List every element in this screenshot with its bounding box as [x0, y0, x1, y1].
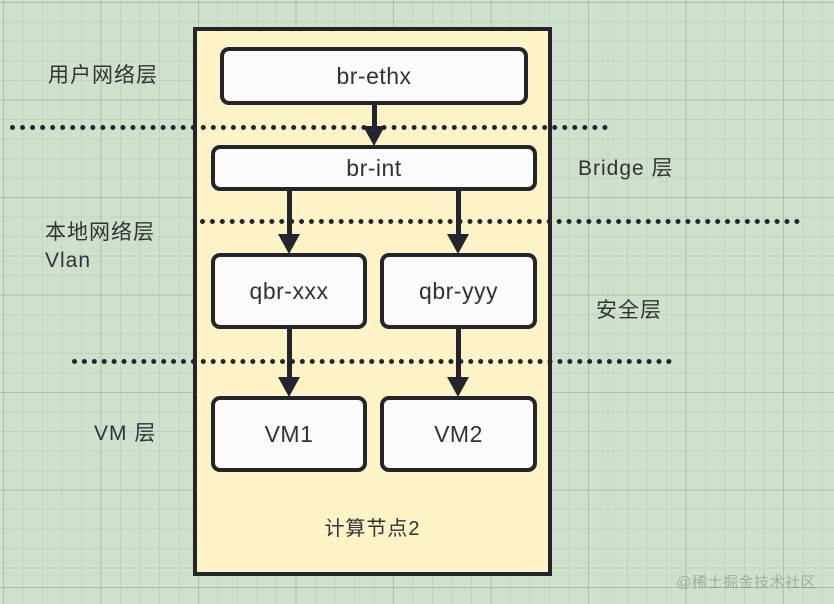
arrow-shaft	[286, 329, 292, 377]
watermark: @稀土掘金技术社区	[676, 574, 816, 591]
arrow-br-int-to-qbr-yyy	[447, 191, 469, 254]
arrow-head	[447, 234, 469, 254]
separator-user-bridge	[10, 125, 608, 130]
arrow-br-int-to-qbr-xxx	[278, 191, 300, 254]
arrow-shaft	[371, 105, 377, 127]
separator-security-vm	[72, 359, 672, 364]
separator-bridge-security	[200, 219, 800, 224]
layer-label-user-network: 用户网络层	[48, 64, 158, 87]
node-box-vm2[interactable]: VM2	[380, 396, 537, 472]
layer-label-bridge: Bridge 层	[578, 157, 674, 180]
node-box-label: br-ethx	[336, 62, 412, 89]
node-box-br-int[interactable]: br-int	[211, 145, 537, 191]
arrow-qbr-yyy-to-vm2	[447, 329, 469, 397]
node-box-vm1[interactable]: VM1	[211, 396, 367, 472]
arrow-qbr-xxx-to-vm1	[278, 329, 300, 397]
compute-node-caption: 计算节点2	[324, 518, 421, 540]
arrow-head	[447, 377, 469, 397]
node-box-label: VM2	[434, 420, 483, 447]
arrow-shaft	[455, 329, 461, 377]
arrow-head	[278, 377, 300, 397]
arrow-shaft	[455, 191, 461, 234]
arrow-head	[278, 234, 300, 254]
node-box-label: VM1	[264, 420, 314, 447]
layer-label-vm: VM 层	[94, 422, 157, 445]
arrow-head	[363, 126, 385, 146]
node-box-qbr-yyy[interactable]: qbr-yyy	[380, 253, 537, 329]
node-box-label: qbr-yyy	[419, 277, 498, 304]
node-box-label: qbr-xxx	[249, 277, 329, 304]
arrow-br-ethx-to-br-int	[363, 105, 385, 146]
layer-label-security: 安全层	[596, 299, 662, 322]
layer-label-local-network: 本地网络层 Vlan	[45, 221, 155, 273]
arrow-shaft	[286, 191, 292, 234]
node-box-qbr-xxx[interactable]: qbr-xxx	[211, 253, 367, 329]
node-box-label: br-int	[346, 154, 402, 181]
node-box-br-ethx[interactable]: br-ethx	[220, 47, 528, 105]
